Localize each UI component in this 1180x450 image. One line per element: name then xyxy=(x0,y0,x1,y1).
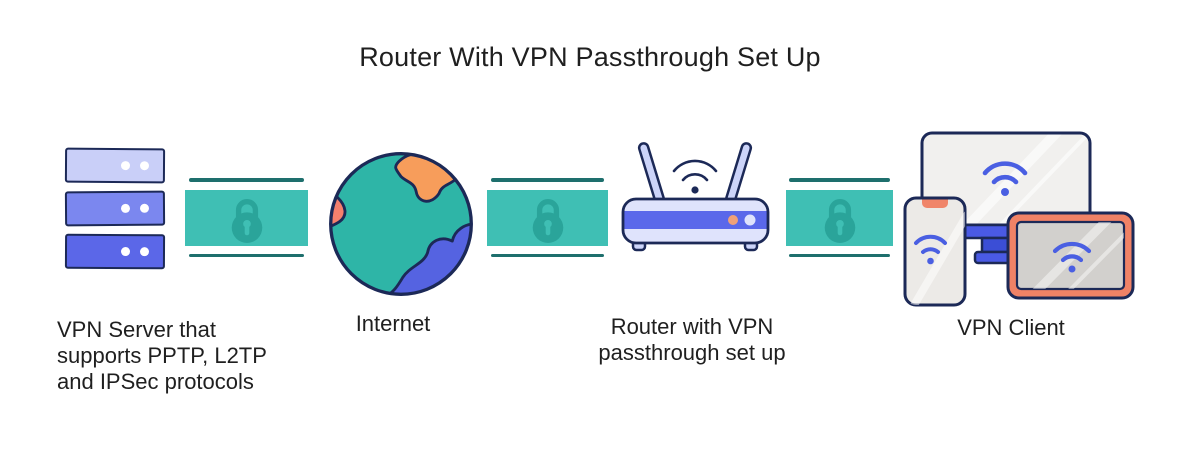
server-unit xyxy=(64,147,166,184)
server-led xyxy=(120,203,131,213)
encrypted-link-router-client xyxy=(786,178,893,257)
padlock-icon xyxy=(824,198,855,243)
link-line xyxy=(789,253,890,257)
label-line: supports PPTP, L2TP xyxy=(57,343,267,368)
vpn-server-label: VPN Server that supports PPTP, L2TP and … xyxy=(57,317,267,395)
link-line xyxy=(789,178,890,182)
server-led xyxy=(139,203,150,213)
server-led xyxy=(120,247,131,257)
encrypted-link-server-internet xyxy=(185,178,308,257)
diagram-title: Router With VPN Passthrough Set Up xyxy=(359,42,821,72)
router-led xyxy=(728,215,738,225)
link-line xyxy=(490,178,605,182)
label-line: passthrough set up xyxy=(598,340,786,365)
phone-notch xyxy=(922,199,948,208)
padlock-icon xyxy=(532,198,563,243)
encrypted-link-internet-router xyxy=(487,178,608,257)
vpn-server-illustration xyxy=(64,147,166,277)
encrypted-tunnel-band xyxy=(185,190,308,246)
link-line xyxy=(188,253,305,257)
tablet-illustration xyxy=(1006,211,1135,300)
encrypted-tunnel-band xyxy=(487,190,608,246)
server-led xyxy=(120,161,131,171)
link-line xyxy=(188,178,305,182)
encrypted-tunnel-band xyxy=(786,190,893,246)
label-line: and IPSec protocols xyxy=(57,369,254,394)
label-line: Router with VPN xyxy=(610,314,774,339)
wifi-icon xyxy=(914,234,947,265)
router-led xyxy=(744,214,756,226)
vpn-client-illustration xyxy=(903,131,1135,307)
server-unit xyxy=(64,233,166,270)
server-led xyxy=(139,161,150,171)
label-line: VPN Server that xyxy=(57,317,216,342)
internet-label: Internet xyxy=(355,311,431,336)
padlock-icon xyxy=(231,198,262,243)
link-line xyxy=(490,253,605,257)
wifi-icon xyxy=(672,159,718,194)
wifi-icon xyxy=(982,161,1028,196)
server-led xyxy=(139,247,150,257)
internet-globe-illustration xyxy=(329,152,473,296)
vpn-client-label: VPN Client xyxy=(957,315,1065,340)
wifi-icon xyxy=(1052,241,1092,273)
phone-illustration xyxy=(903,196,967,307)
router-label: Router with VPN passthrough set up xyxy=(572,314,812,366)
server-unit xyxy=(64,190,166,227)
router-illustration xyxy=(621,142,770,252)
